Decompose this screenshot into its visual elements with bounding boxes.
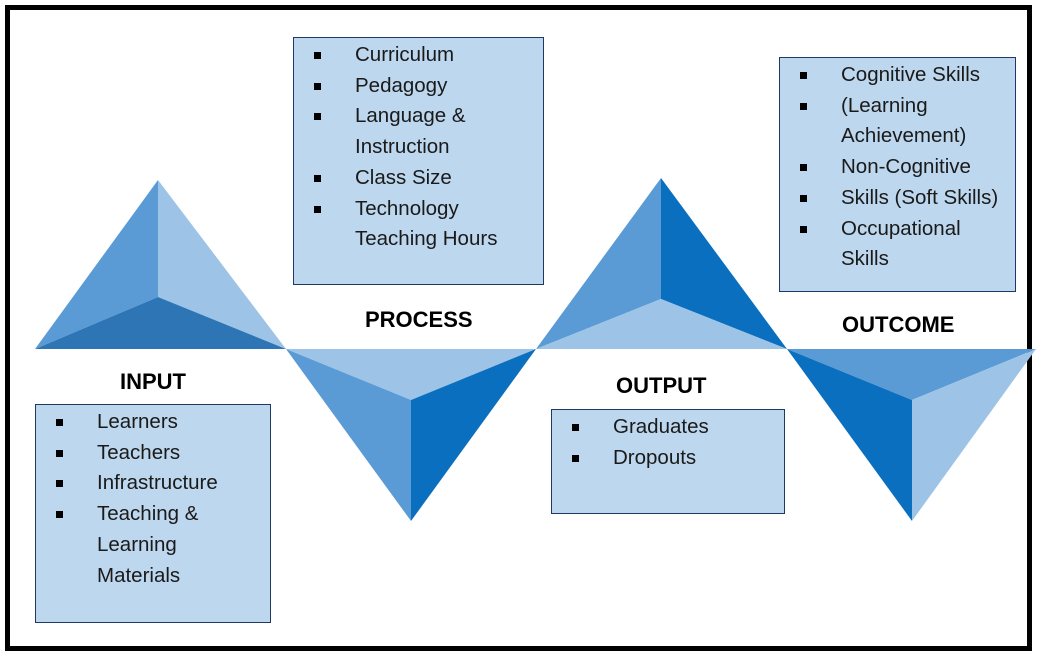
process-label: PROCESS <box>365 307 473 332</box>
process-list: Curriculum Pedagogy Language & Instructi… <box>298 40 539 255</box>
list-item: Infrastructure <box>40 468 266 499</box>
output-pyramid-bottom-face <box>536 299 787 349</box>
list-item: Occupational <box>784 214 1011 245</box>
list-item: Skills (Soft Skills) <box>784 183 1011 214</box>
list-item: Technology <box>298 194 539 225</box>
list-item: Teaching Hours <box>355 227 498 251</box>
outcome-box: Cognitive Skills (Learning Achievement) … <box>779 57 1016 292</box>
outcome-pyramid-right-face <box>912 349 1036 521</box>
list-item: Teachers <box>40 438 266 469</box>
output-pyramid-left-face <box>536 178 661 349</box>
list-item: Non-Cognitive <box>784 152 1011 183</box>
list-item: Skills <box>841 247 889 271</box>
input-label: INPUT <box>120 369 186 394</box>
process-pyramid-left-face <box>286 349 411 521</box>
list-item: Learners <box>40 407 266 438</box>
output-label: OUTPUT <box>616 373 707 398</box>
output-box: Graduates Dropouts <box>551 409 785 514</box>
input-pyramid-right-face <box>158 180 286 349</box>
outcome-label: OUTCOME <box>842 312 955 337</box>
input-pyramid-bottom-face <box>35 297 286 349</box>
output-list: Graduates Dropouts <box>556 412 780 473</box>
process-box: Curriculum Pedagogy Language & Instructi… <box>293 37 544 285</box>
list-item: Class Size <box>298 163 539 194</box>
list-item: Learning <box>97 532 177 556</box>
list-item: Materials <box>97 563 181 587</box>
list-item: Cognitive Skills <box>784 60 1011 91</box>
list-item: Language & <box>298 101 539 132</box>
input-list: Learners Teachers Infrastructure Teachin… <box>40 407 266 591</box>
outcome-pyramid-left-face <box>787 349 912 521</box>
outcome-list: Cognitive Skills (Learning Achievement) … <box>784 60 1011 275</box>
list-item: Achievement) <box>841 124 967 148</box>
list-item: Pedagogy <box>298 71 539 102</box>
outcome-pyramid-top-face <box>787 349 1036 400</box>
list-item: Dropouts <box>556 443 780 474</box>
input-pyramid-left-face <box>35 180 158 349</box>
process-pyramid-top-face <box>286 349 536 400</box>
output-pyramid-right-face <box>661 178 787 349</box>
list-item: Curriculum <box>298 40 539 71</box>
list-item: (Learning <box>784 91 1011 122</box>
input-box: Learners Teachers Infrastructure Teachin… <box>35 404 271 623</box>
list-item: Teaching & <box>40 499 266 530</box>
list-item: Instruction <box>355 135 450 159</box>
process-pyramid-right-face <box>411 349 536 521</box>
list-item: Graduates <box>556 412 780 443</box>
